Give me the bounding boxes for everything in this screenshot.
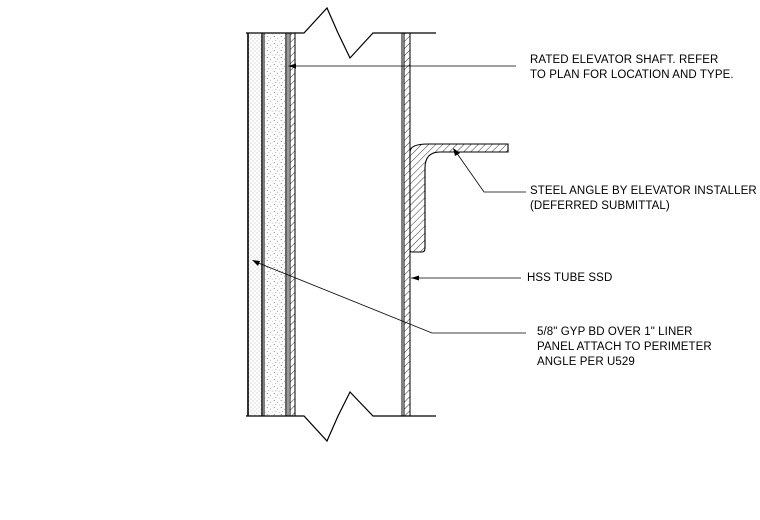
note-angle-line-2: (DEFERRED SUBMITTAL) (530, 200, 670, 212)
note-gyp: 5/8" GYP BD OVER 1" LINER PANEL ATTACH T… (537, 325, 712, 370)
note-tube: HSS TUBE SSD (527, 271, 612, 286)
leader-gyp (252, 260, 526, 334)
note-shaft: RATED ELEVATOR SHAFT. REFER TO PLAN FOR … (530, 53, 734, 83)
note-gyp-line-3: ANGLE PER U529 (537, 356, 635, 368)
note-tube-line-1: HSS TUBE SSD (527, 272, 613, 284)
break-line-bottom (246, 390, 436, 443)
note-gyp-line-2: PANEL ATTACH TO PERIMETER (537, 341, 712, 353)
leader-shaft (288, 63, 516, 69)
leader-tube (411, 275, 521, 281)
gyp-liner-wall (247, 33, 289, 416)
break-line-top (246, 6, 436, 60)
hss-tube-wall (401, 33, 411, 416)
note-angle-line-1: STEEL ANGLE BY ELEVATOR INSTALLER (530, 185, 757, 197)
leader-angle (453, 148, 526, 193)
perimeter-angle (289, 33, 296, 416)
note-shaft-line-2: TO PLAN FOR LOCATION AND TYPE. (530, 69, 734, 81)
note-gyp-line-1: 5/8" GYP BD OVER 1" LINER (537, 326, 693, 338)
elevator-steel-angle (409, 143, 509, 253)
note-angle: STEEL ANGLE BY ELEVATOR INSTALLER (DEFER… (530, 184, 757, 214)
note-shaft-line-1: RATED ELEVATOR SHAFT. REFER (530, 54, 719, 66)
